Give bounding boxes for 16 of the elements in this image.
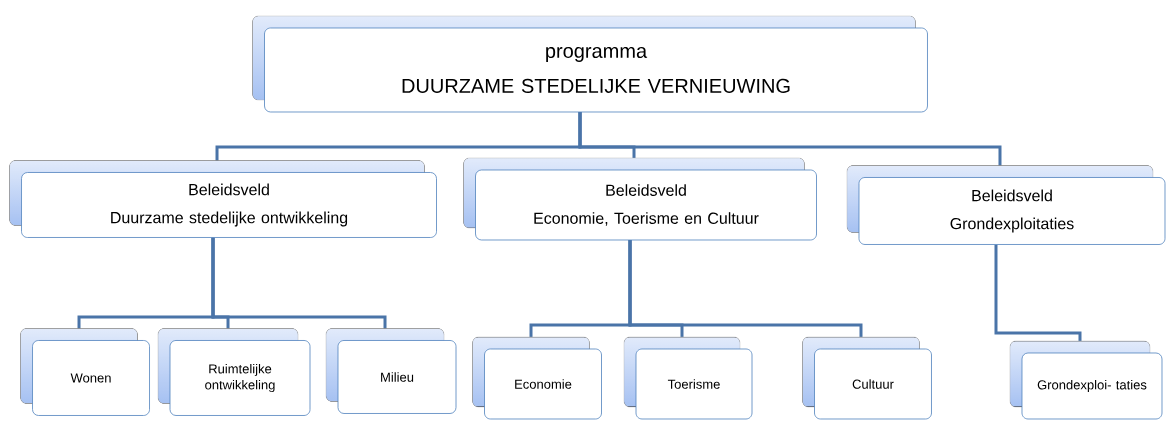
connector-line: [994, 244, 1082, 341]
programme-box: programma DUURZAME STEDELIJKE VERNIEUWING: [252, 15, 928, 113]
sub-box: Wonen: [20, 328, 150, 416]
sub-box: Toerisme: [623, 336, 753, 420]
sub-box: Cultuur: [802, 336, 932, 420]
node-label: Economie: [515, 379, 572, 389]
policy-box: Beleidsveld Grondexploitaties: [846, 165, 1166, 245]
connector-line: [628, 240, 863, 337]
sub-box: Grondexploi- taties: [1009, 340, 1163, 420]
policy-box: Beleidsveld Economie, Toerisme en Cultuur: [463, 157, 817, 241]
sub-box: Economie: [472, 336, 602, 420]
sub-box: Ruimtelijke ontwikkeling: [157, 328, 311, 416]
connector-line: [578, 112, 1002, 166]
policy-box: Beleidsveld Duurzame stedelijke ontwikkeling: [9, 160, 437, 238]
sub-box: Milieu: [325, 328, 457, 414]
connector-line: [211, 237, 387, 329]
